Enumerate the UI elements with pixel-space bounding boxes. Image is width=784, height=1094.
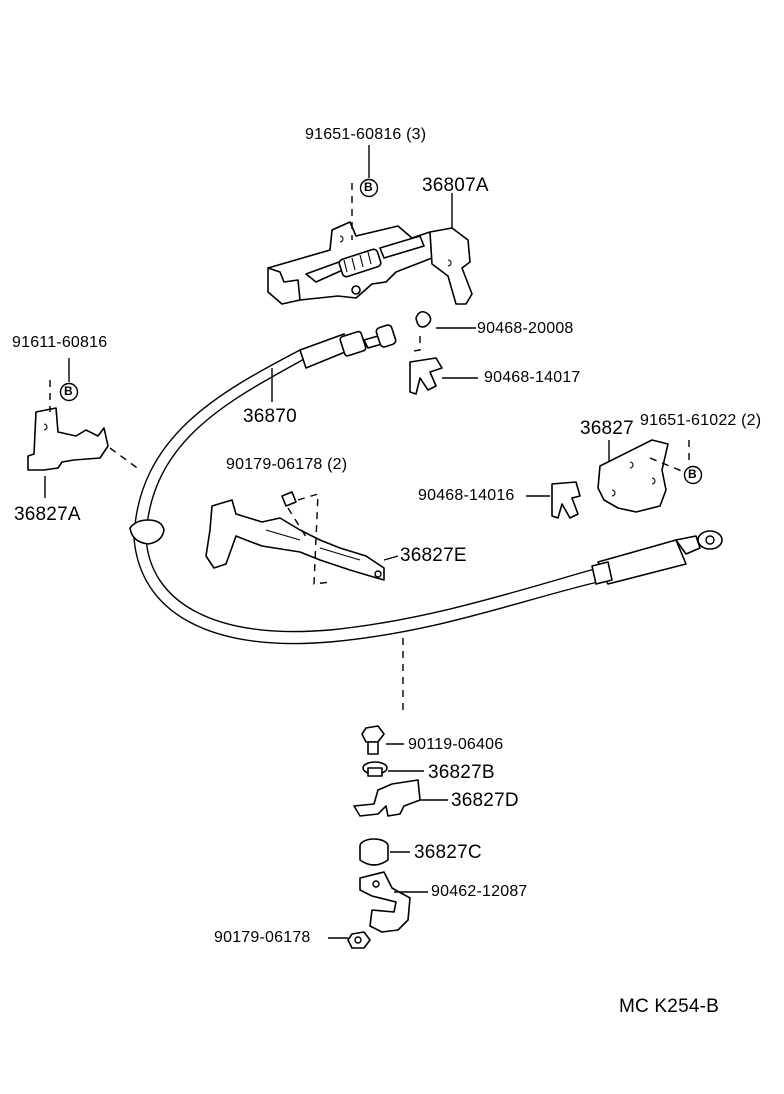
reference-code: MC K254-B — [619, 996, 720, 1017]
callout-b-left: B — [64, 384, 73, 398]
callout-b-right: B — [688, 467, 697, 481]
label-bracket-36827e: 36827E — [400, 545, 467, 566]
bolt-b-symbol-right — [683, 465, 703, 485]
clip-90468-20008 — [407, 310, 476, 353]
clamp-90462-12087 — [359, 871, 428, 933]
bracket-36827a — [27, 407, 141, 498]
nut-90179-06178 — [328, 931, 371, 949]
lever-assembly-36807a — [267, 221, 473, 305]
label-bolt-91611-60816: 91611-60816 — [12, 334, 108, 351]
bolt-90119-06406 — [361, 725, 404, 755]
label-clip-90468-14017: 90468-14017 — [484, 369, 581, 386]
label-bracket-36827: 36827 — [580, 418, 634, 439]
label-bolt-91651-60816: 91651-60816 (3) — [305, 126, 427, 143]
label-cable-36870: 36870 — [243, 406, 297, 427]
cable-36870 — [129, 324, 723, 645]
bolt-b-symbol-top — [359, 178, 379, 198]
collar-36827b — [362, 761, 424, 777]
label-grommet-36827c: 36827C — [414, 842, 482, 863]
label-clip-90468-14016: 90468-14016 — [418, 487, 515, 504]
label-clip-90468-20008: 90468-20008 — [477, 320, 574, 337]
label-clamp-90462-12087: 90462-12087 — [431, 883, 528, 900]
clip-90468-14017 — [409, 357, 478, 395]
bracket-36827d — [353, 779, 448, 817]
bolt-b-symbol-left — [59, 382, 79, 402]
bracket-36827 — [597, 439, 685, 513]
label-bracket-36827a: 36827A — [14, 504, 81, 525]
label-bracket-36827d: 36827D — [451, 790, 519, 811]
bracket-36827e — [205, 491, 399, 585]
callout-b-top: B — [364, 180, 373, 194]
label-nut-90179-06178: 90179-06178 — [214, 929, 311, 946]
label-collar-36827b: 36827B — [428, 762, 495, 783]
grommet-36827c — [359, 838, 410, 866]
label-bolt-90119-06406: 90119-06406 — [408, 736, 504, 753]
label-bolt-91651-61022: 91651-61022 (2) — [640, 412, 762, 429]
label-lever-assembly: 36807A — [422, 175, 489, 196]
label-nut-90179-06178-2: 90179-06178 (2) — [226, 456, 348, 473]
clip-90468-14016 — [526, 481, 581, 519]
